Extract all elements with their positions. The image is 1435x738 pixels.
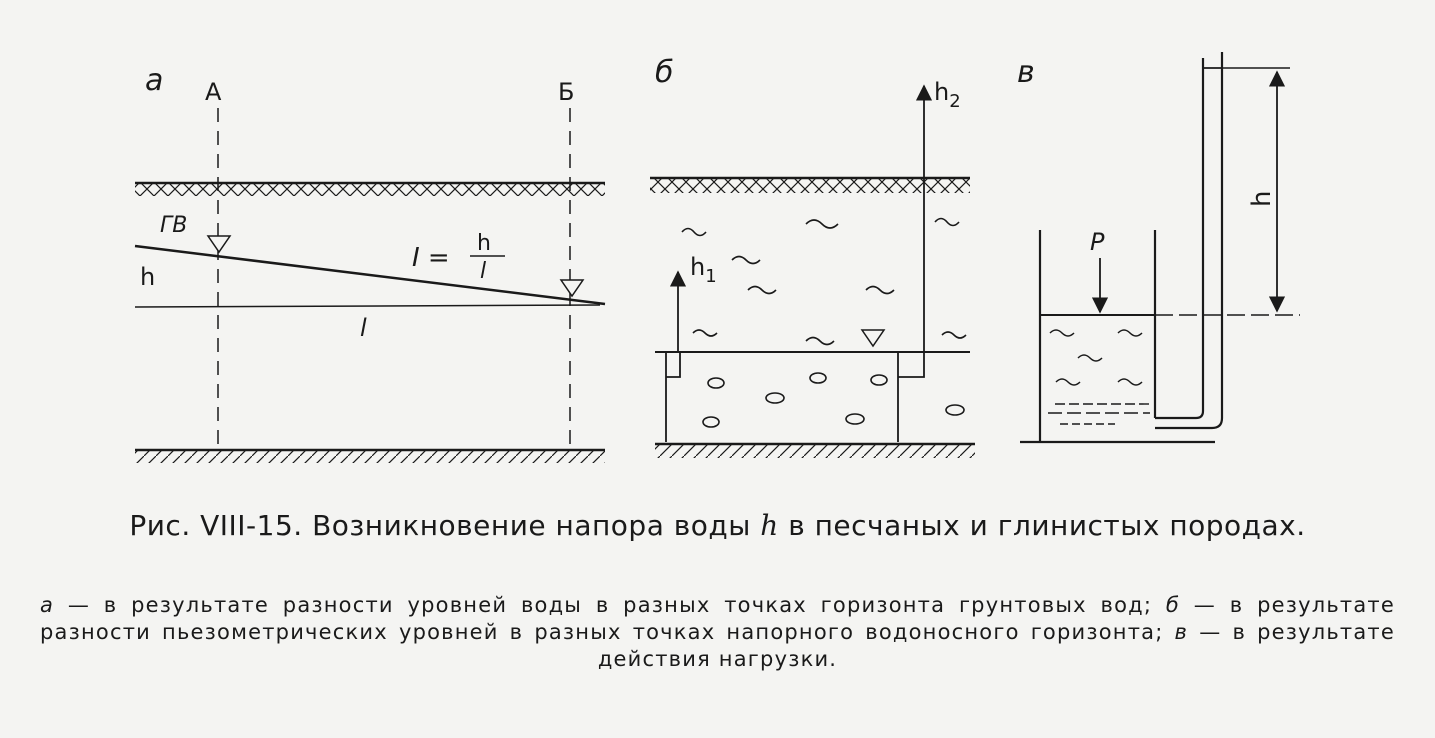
h-label-v: h <box>1247 191 1277 207</box>
point-a-label: А <box>205 78 222 106</box>
caption-title-suffix: в песчаных и глинистых породах. <box>778 509 1306 542</box>
caption-title-var: h <box>760 509 779 542</box>
aquiclude-hatch-b <box>655 445 975 458</box>
caption-v-text: — в результате действия нагрузки. <box>597 620 1395 671</box>
panel-a: а А Б ГВ h l I = h l <box>134 63 606 463</box>
point-b-label: Б <box>558 78 574 106</box>
caption-v-letter: в <box>1174 620 1189 644</box>
load-p-label: P <box>1090 228 1105 256</box>
h1-sub: 1 <box>705 266 716 287</box>
piezometer-tube-inner <box>1155 58 1205 420</box>
h1-label: h1 <box>690 253 717 287</box>
water-level-marker-a <box>206 235 232 254</box>
well-right <box>897 352 925 442</box>
figure-caption-description: а — в результате разности уровней воды в… <box>40 592 1395 673</box>
formula-denominator: l <box>480 259 486 284</box>
caption-a-letter: а <box>40 593 55 617</box>
figure-diagram: а А Б ГВ h l I = h l б <box>134 52 1300 463</box>
h2-label: h2 <box>934 78 961 112</box>
figure-caption-title: Рис. VIII-15. Возникновение напора воды … <box>40 508 1395 544</box>
well-left <box>665 352 681 442</box>
formula-numerator: h <box>477 231 491 256</box>
water-level-marker-b <box>559 279 585 298</box>
panel-a-letter: а <box>145 63 163 98</box>
h1-main: h <box>690 253 705 281</box>
caption-a-text: — в результате разности уровней воды в р… <box>54 593 1166 617</box>
aquiclude-hatch-a <box>135 451 605 463</box>
horizontal-reference-line <box>134 304 601 308</box>
caption-b-text: — в результате разности пьезометрических… <box>40 593 1395 644</box>
sand-pebble-symbols <box>702 372 965 428</box>
h2-sub: 2 <box>949 91 960 112</box>
vessel-water-lines <box>1048 403 1150 425</box>
clay-wave-symbols <box>681 217 967 346</box>
formula-lhs: I = <box>412 243 450 273</box>
caption-title-prefix: Рис. VIII-15. Возникновение напора воды <box>129 509 761 542</box>
panel-v: в P h <box>1017 52 1300 444</box>
ground-hatch-b <box>650 179 970 193</box>
groundwater-table-line <box>134 244 606 306</box>
h-label-a: h <box>140 263 155 291</box>
h2-main: h <box>934 78 949 106</box>
panel-b: б h1 h2 <box>650 55 975 458</box>
panel-b-letter: б <box>655 55 674 90</box>
piezometric-level-marker <box>860 329 886 348</box>
ground-hatch-a <box>135 184 605 196</box>
caption-b-letter: б <box>1165 593 1181 617</box>
piezometer-tube-outer <box>1155 52 1224 430</box>
gw-label: ГВ <box>160 213 187 238</box>
vessel-clay-symbols <box>1049 329 1143 386</box>
panel-v-letter: в <box>1017 55 1035 90</box>
l-label-a: l <box>360 314 367 342</box>
